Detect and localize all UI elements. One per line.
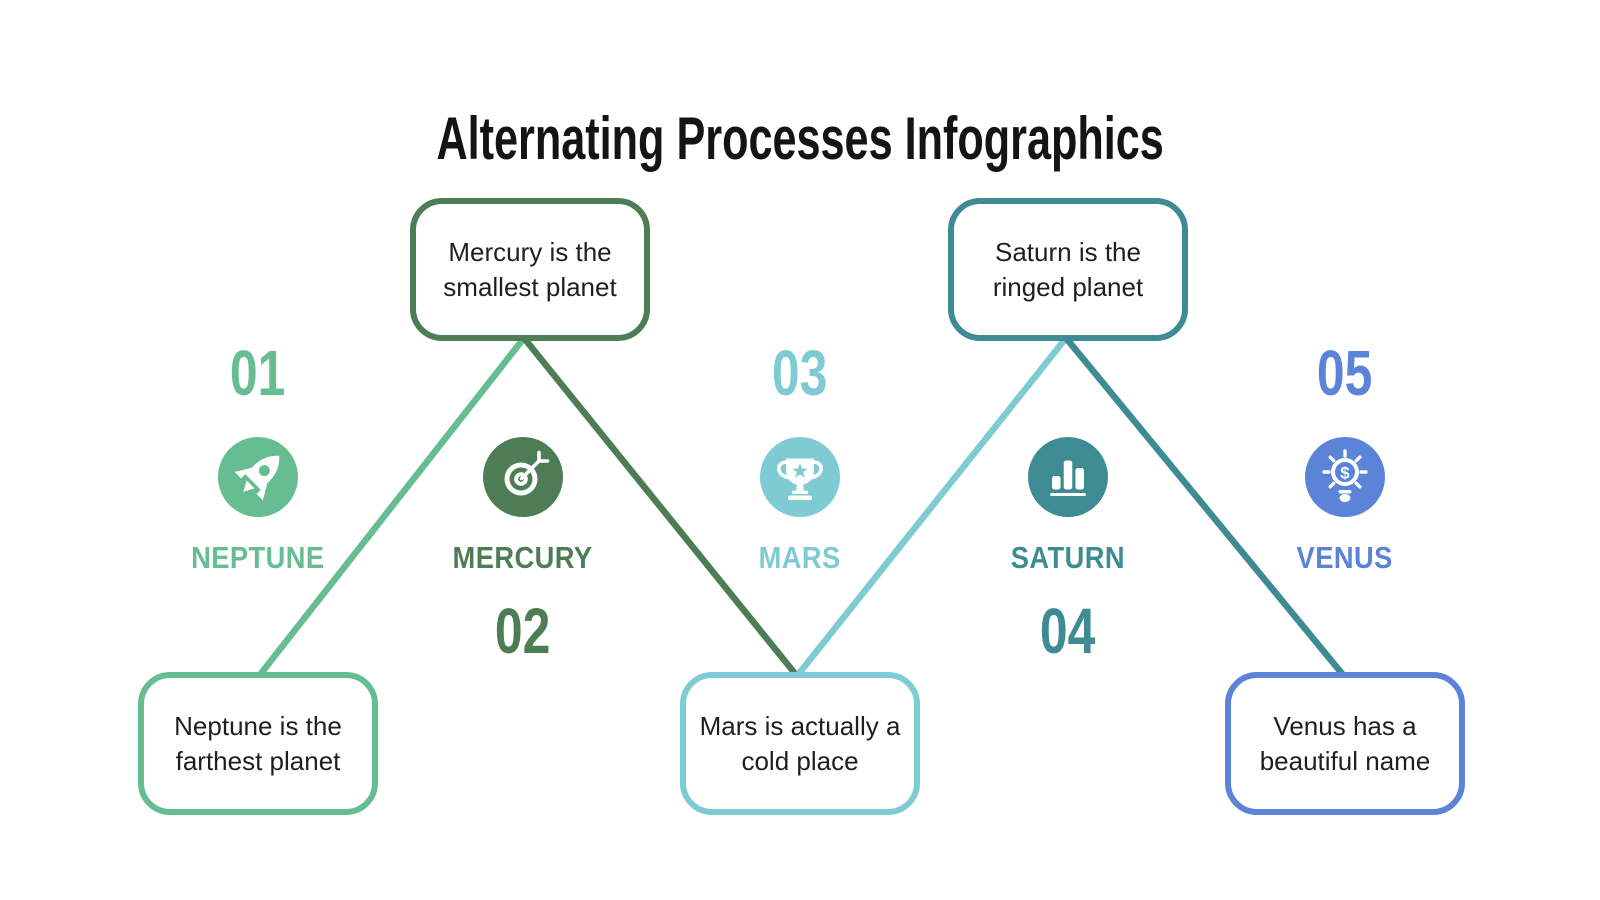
connector-line-mercury-neptune xyxy=(255,334,528,680)
page-title: Alternating Processes Infographics xyxy=(436,105,1164,173)
description-box-venus: Venus has a beautiful name xyxy=(1225,672,1465,815)
connector-line-mars-saturn xyxy=(793,334,1070,680)
step-label-saturn: SATURN xyxy=(1010,540,1126,575)
description-text-neptune: Neptune is the farthest planet xyxy=(174,710,342,776)
step-number-04: 04 xyxy=(1040,595,1096,667)
step-number-01: 01 xyxy=(230,337,286,409)
step-label-mercury: MERCURY xyxy=(452,540,593,575)
step-number-05: 05 xyxy=(1317,337,1373,409)
step-number-03: 03 xyxy=(772,337,828,409)
description-text-saturn: Saturn is the ringed planet xyxy=(992,236,1144,302)
step-label-mars: MARS xyxy=(758,540,842,575)
step-label-neptune: NEPTUNE xyxy=(191,540,325,575)
rocket-icon xyxy=(218,437,298,517)
description-text-mercury: Mercury is the smallest planet xyxy=(443,236,617,302)
description-box-saturn: Saturn is the ringed planet xyxy=(948,198,1188,341)
connector-line-saturn-venus xyxy=(1062,334,1348,680)
description-box-mercury: Mercury is the smallest planet xyxy=(410,198,650,341)
bar-chart-icon xyxy=(1028,437,1108,517)
trophy-icon xyxy=(760,437,840,517)
dollar-glyph: $ xyxy=(1340,464,1350,483)
description-text-venus: Venus has a beautiful name xyxy=(1259,710,1431,776)
description-box-mars: Mars is actually a cold place xyxy=(680,672,920,815)
step-label-venus: VENUS xyxy=(1296,540,1394,575)
description-box-neptune: Neptune is the farthest planet xyxy=(138,672,378,815)
connector-line-mercury-mars xyxy=(520,334,801,680)
target-dart-icon xyxy=(483,437,563,517)
description-text-mars: Mars is actually a cold place xyxy=(699,710,901,776)
step-number-02: 02 xyxy=(495,595,551,667)
lightbulb-dollar-icon: $ xyxy=(1305,437,1385,517)
